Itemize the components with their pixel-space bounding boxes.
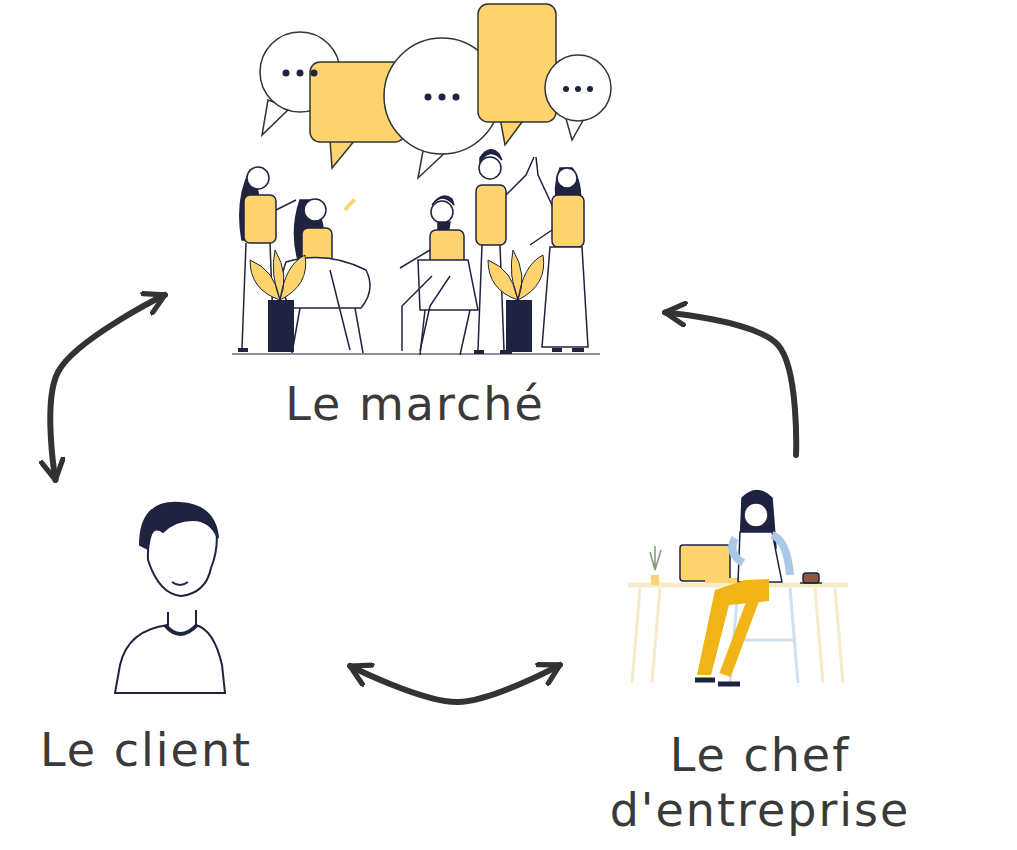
node-label: Le chef d'entreprise — [560, 728, 960, 838]
curved-arrow — [665, 312, 796, 455]
curved-arrow — [50, 295, 165, 480]
speech-bubbles — [260, 4, 611, 178]
plants — [232, 250, 600, 354]
client-figure — [115, 503, 225, 693]
node-label: Le client — [40, 723, 350, 778]
figure-node: Le client — [40, 480, 350, 780]
node-label: Le marché — [165, 377, 665, 432]
figure-node: Le marché — [165, 0, 665, 440]
curved-arrow — [350, 665, 560, 702]
figure-node: Le chef d'entreprise — [560, 455, 960, 840]
owner-figure — [628, 491, 848, 685]
market-people — [238, 150, 588, 355]
